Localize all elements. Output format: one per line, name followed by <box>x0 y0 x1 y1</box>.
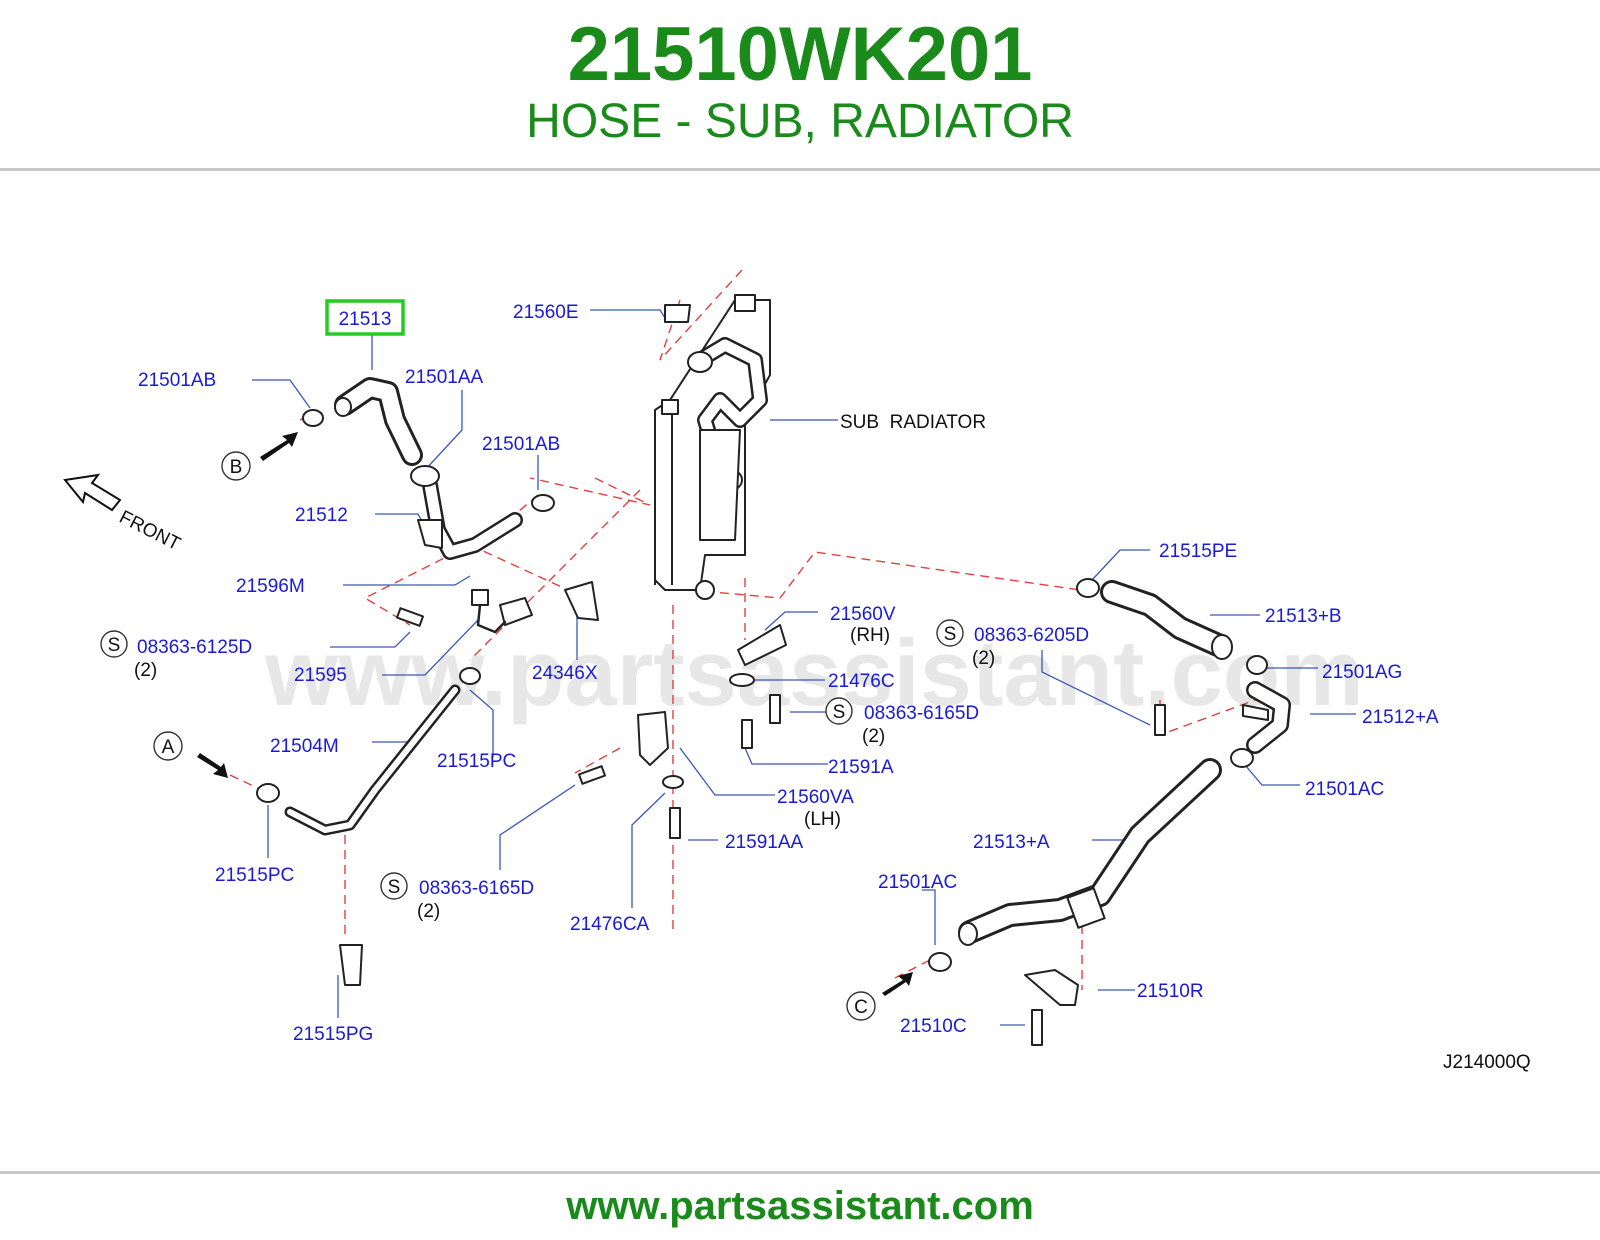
s-marks: S S S S <box>100 619 964 900</box>
label-21560e[interactable]: 21560E <box>513 302 579 323</box>
header-divider <box>0 168 1600 171</box>
label-21515pe[interactable]: 21515PE <box>1159 541 1237 562</box>
arrow-c-icon <box>882 972 913 996</box>
arrow-a-icon <box>197 753 228 778</box>
hose-21513-a <box>958 758 1222 946</box>
hose-21513-b <box>1100 580 1233 660</box>
front-arrow-icon <box>63 473 122 512</box>
s-mark-1: S <box>108 635 121 656</box>
label-21596m[interactable]: 21596M <box>236 576 305 597</box>
label-21504m[interactable]: 21504M <box>270 736 339 757</box>
label-21501ab-2[interactable]: 21501AB <box>482 434 560 455</box>
page-header: 21510WK201 HOSE - SUB, RADIATOR <box>0 0 1600 168</box>
label-21513[interactable]: 21513 <box>339 309 392 330</box>
part-name-subtitle: HOSE - SUB, RADIATOR <box>526 95 1074 148</box>
label-21515pc-2[interactable]: 21515PC <box>215 865 294 886</box>
sub-radiator <box>654 294 771 600</box>
label-21513-a[interactable]: 21513+A <box>973 832 1050 853</box>
label-08363-6165d-2[interactable]: 08363-6165D <box>419 878 534 899</box>
highlighted-part-label[interactable]: 21513 <box>325 299 405 336</box>
label-qty-2: (2) <box>862 726 885 747</box>
arrow-b-icon <box>260 432 298 461</box>
label-front: FRONT <box>116 507 184 556</box>
label-21501ac-1[interactable]: 21501AC <box>1305 779 1384 800</box>
label-sub-radiator[interactable]: SUB RADIATOR <box>840 412 986 433</box>
label-21591a[interactable]: 21591A <box>828 757 894 778</box>
label-qty-3: (2) <box>417 901 440 922</box>
label-rh: (RH) <box>850 625 890 646</box>
footer-divider <box>0 1171 1600 1174</box>
s-mark-2: S <box>944 624 957 645</box>
label-21560v[interactable]: 21560V <box>830 604 896 625</box>
label-21501aa[interactable]: 21501AA <box>405 367 484 388</box>
label-qty-4: (2) <box>972 648 995 669</box>
hose-21504M <box>284 684 461 836</box>
label-lh: (LH) <box>804 809 841 830</box>
clamps <box>256 409 1268 986</box>
label-08363-6125d[interactable]: 08363-6125D <box>137 637 252 658</box>
diagram-reference-code: J214000Q <box>1443 1052 1531 1073</box>
label-21510r[interactable]: 21510R <box>1137 981 1204 1002</box>
part-number-title: 21510WK201 <box>567 12 1033 97</box>
callout-c: C <box>846 991 876 1021</box>
callout-c-letter: C <box>854 997 868 1018</box>
label-24346x[interactable]: 24346X <box>532 663 598 684</box>
direction-arrows <box>63 432 913 996</box>
label-21513-b[interactable]: 21513+B <box>1265 606 1342 627</box>
label-21476c[interactable]: 21476C <box>828 671 895 692</box>
callout-a-letter: A <box>162 737 175 758</box>
callout-a: A <box>153 731 183 761</box>
callout-b-letter: B <box>230 457 243 478</box>
label-qty-1: (2) <box>134 660 157 681</box>
label-21501ag[interactable]: 21501AG <box>1322 662 1402 683</box>
hardware <box>396 304 1269 1046</box>
label-21512[interactable]: 21512 <box>295 505 348 526</box>
footer-website-link[interactable]: www.partsassistant.com <box>566 1184 1034 1228</box>
part-labels: 21501AB 21501AA 21501AB 21512 21596M 083… <box>116 302 1531 1073</box>
s-mark-4: S <box>388 877 401 898</box>
s-mark-3: S <box>833 702 846 723</box>
label-21512-a[interactable]: 21512+A <box>1362 707 1439 728</box>
callout-b: B <box>221 451 251 481</box>
hose-21512-a <box>1246 681 1291 754</box>
label-21515pg[interactable]: 21515PG <box>293 1024 373 1045</box>
label-08363-6165d-1[interactable]: 08363-6165D <box>864 703 979 724</box>
hose-21512 <box>417 477 523 560</box>
label-21560va[interactable]: 21560VA <box>777 787 854 808</box>
label-21501ac-2[interactable]: 21501AC <box>878 872 957 893</box>
label-08363-6205d[interactable]: 08363-6205D <box>974 625 1089 646</box>
label-21591aa[interactable]: 21591AA <box>725 832 804 853</box>
hose-21513 <box>334 377 423 466</box>
label-21595[interactable]: 21595 <box>294 665 347 686</box>
label-21515pc-1[interactable]: 21515PC <box>437 751 516 772</box>
label-21510c[interactable]: 21510C <box>900 1016 967 1037</box>
label-21476ca[interactable]: 21476CA <box>570 914 650 935</box>
label-21501ab-1[interactable]: 21501AB <box>138 370 216 391</box>
leader-lines <box>252 309 1356 1026</box>
